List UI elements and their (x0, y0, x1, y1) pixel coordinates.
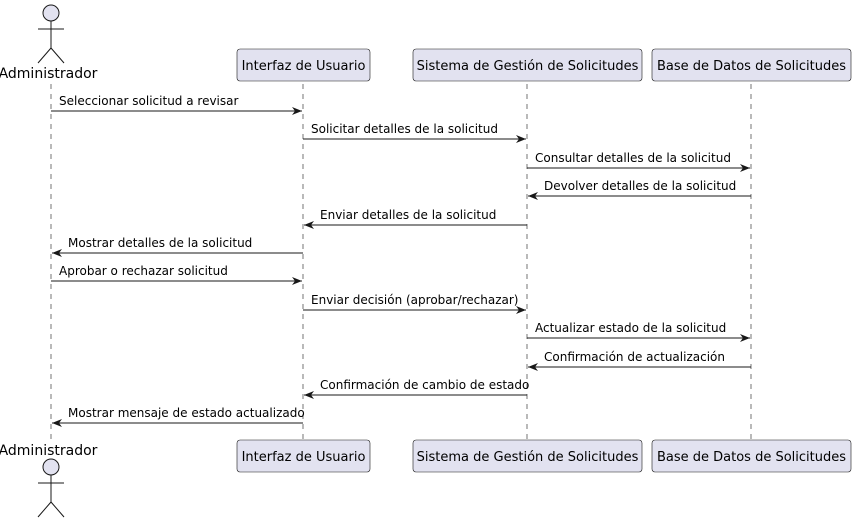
participant-ui-bottom: Interfaz de Usuario (236, 439, 371, 473)
participant-label: Sistema de Gestión de Solicitudes (417, 59, 639, 74)
message-9: Actualizar estado de la solicitud (527, 321, 750, 342)
participant-label: Sistema de Gestión de Solicitudes (417, 450, 639, 465)
actor-head-icon (42, 4, 60, 22)
participant-label: Interfaz de Usuario (242, 450, 366, 465)
actor-label: Administrador (0, 66, 98, 82)
participant-sys-bottom: Sistema de Gestión de Solicitudes (412, 439, 643, 473)
message-label: Mostrar mensaje de estado actualizado (68, 406, 305, 420)
message-label: Devolver detalles de la solicitud (544, 179, 736, 193)
message-label: Confirmación de actualización (544, 350, 725, 364)
message-10: Confirmación de actualización (528, 350, 751, 371)
actor-top: Administrador (0, 4, 98, 82)
actor-leg-right (50, 47, 65, 64)
message-label: Seleccionar solicitud a revisar (59, 94, 238, 108)
actor-bottom: Administrador (0, 443, 98, 518)
participant-box (236, 48, 371, 82)
message-2: Solicitar detalles de la solicitud (303, 122, 526, 143)
message-3: Consultar detalles de la solicitud (527, 151, 750, 172)
message-label: Confirmación de cambio de estado (320, 378, 529, 392)
participant-label: Base de Datos de Solicitudes (657, 450, 846, 465)
participant-label: Interfaz de Usuario (242, 59, 366, 74)
message-11: Confirmación de cambio de estado (304, 378, 529, 399)
participant-label: Base de Datos de Solicitudes (657, 59, 846, 74)
message-label: Consultar detalles de la solicitud (535, 151, 731, 165)
participant-box (651, 48, 852, 82)
actor-leg-left (37, 47, 52, 64)
participant-sys-top: Sistema de Gestión de Solicitudes (412, 48, 643, 82)
actor-leg-left (37, 501, 52, 518)
actor-head-icon (42, 458, 60, 476)
message-1: Seleccionar solicitud a revisar (51, 94, 302, 115)
participant-box (651, 439, 852, 473)
participant-db-bottom: Base de Datos de Solicitudes (651, 439, 852, 473)
participant-box (412, 48, 643, 82)
message-5: Enviar detalles de la solicitud (304, 208, 527, 229)
message-label: Aprobar o rechazar solicitud (59, 264, 228, 278)
message-label: Enviar decisión (aprobar/rechazar) (311, 293, 519, 307)
message-label: Mostrar detalles de la solicitud (68, 236, 252, 250)
message-12: Mostrar mensaje de estado actualizado (52, 406, 305, 427)
message-7: Aprobar o rechazar solicitud (51, 264, 302, 285)
message-4: Devolver detalles de la solicitud (528, 179, 751, 200)
actor-leg-right (50, 501, 65, 518)
message-6: Mostrar detalles de la solicitud (52, 236, 303, 257)
message-label: Solicitar detalles de la solicitud (311, 122, 498, 136)
participant-db-top: Base de Datos de Solicitudes (651, 48, 852, 82)
message-8: Enviar decisión (aprobar/rechazar) (303, 293, 526, 314)
message-label: Actualizar estado de la solicitud (535, 321, 726, 335)
participant-box (412, 439, 643, 473)
message-label: Enviar detalles de la solicitud (320, 208, 496, 222)
participant-box (236, 439, 371, 473)
participant-ui-top: Interfaz de Usuario (236, 48, 371, 82)
actor-label: Administrador (0, 443, 98, 459)
